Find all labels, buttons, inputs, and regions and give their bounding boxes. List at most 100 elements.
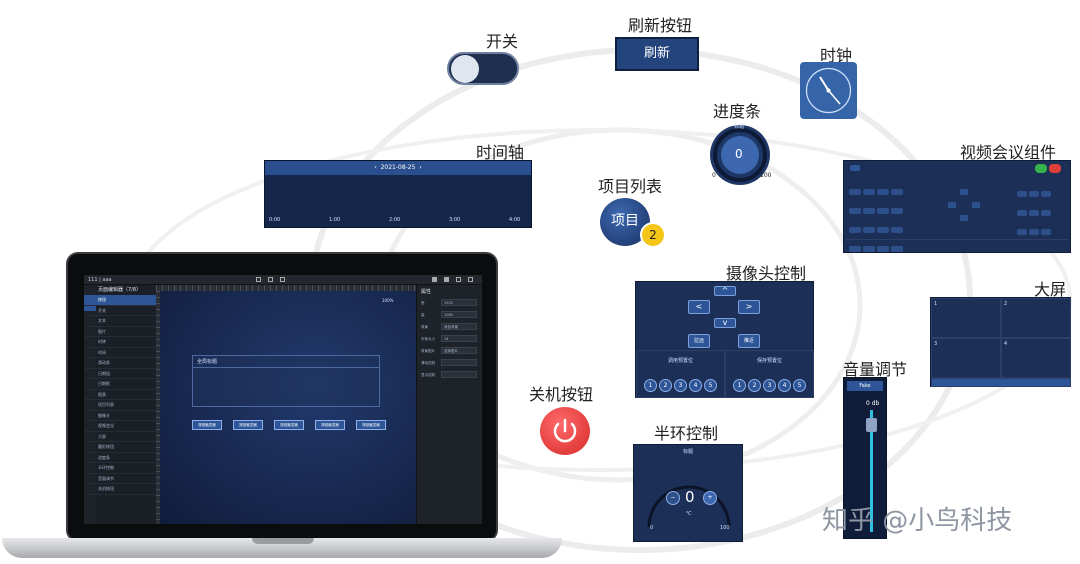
sidebar-component-item[interactable]: 日期框 <box>84 379 156 390</box>
screen-cell[interactable]: 3 <box>931 338 1001 378</box>
property-key: 背景图片 <box>421 349 435 353</box>
volume-mode[interactable]: Fake <box>847 381 883 391</box>
power-icon <box>553 418 577 443</box>
sidebar-component-item[interactable]: 摄像头 <box>84 411 156 421</box>
sidebar-component-item[interactable]: 图片 <box>84 327 156 337</box>
camera-zoom-in-button[interactable]: 推近 <box>738 334 760 348</box>
camera-down-button[interactable]: v <box>714 318 736 328</box>
sidebar-component-item[interactable]: 图表 <box>84 390 156 400</box>
camera-up-button[interactable]: ^ <box>714 286 736 296</box>
property-row: 背景深色背景 <box>417 322 482 334</box>
screen-cell[interactable]: 4 <box>1001 338 1071 378</box>
property-value-input[interactable]: 14 <box>441 335 477 342</box>
canvas-button[interactable]: 按钮触发器 <box>274 420 304 430</box>
property-row: 背景图片 选择图片 <box>417 346 482 358</box>
sidebar-component-item[interactable]: 音量调节 <box>84 474 156 484</box>
laptop-screen: 111 | aaa 页面编辑器（7/8） 按钮开关文本图片时钟时间滑动条日期组日… <box>84 275 482 524</box>
property-value-input[interactable] <box>441 359 477 366</box>
camera-zoom-out-button[interactable]: 拉远 <box>688 334 710 348</box>
canvas-button[interactable]: 按钮触发器 <box>356 420 386 430</box>
clock-label: 时钟 <box>820 46 853 65</box>
vc-keypad[interactable] <box>848 181 920 257</box>
sidebar-component-item[interactable]: 圆形按钮 <box>84 442 156 453</box>
sidebar-component-item[interactable]: 滑动条 <box>84 358 156 369</box>
refresh-button[interactable]: 刷新 <box>615 37 699 71</box>
grid-icon[interactable] <box>268 277 273 282</box>
preset-call-label: 调用预置位 <box>667 358 693 364</box>
sidebar-component-item[interactable]: 时钟 <box>84 337 156 348</box>
property-value-input[interactable]: 1920 <box>441 299 477 306</box>
sidebar-component-item[interactable]: 进度条 <box>84 453 156 463</box>
vc-answer-button[interactable] <box>1035 164 1047 173</box>
canvas-button[interactable]: 按钮触发器 <box>192 420 222 430</box>
preset-button[interactable]: 4 <box>689 379 702 392</box>
preset-button[interactable]: 5 <box>793 379 806 392</box>
sidebar-component-item[interactable]: 按钮 <box>84 295 156 306</box>
half-ring-widget: 标题 − 0 + ℃ 0 100 <box>633 444 743 542</box>
timeline-tick: 1:00 <box>329 217 341 223</box>
power-button[interactable] <box>540 407 590 455</box>
decrease-button[interactable]: − <box>666 491 680 505</box>
component-sidebar: 页面编辑器（7/8） 按钮开关文本图片时钟时间滑动条日期组日期框图表项目列表摄像… <box>84 285 156 524</box>
toggle-knob <box>451 55 479 83</box>
project-count-badge: 2 <box>640 222 666 248</box>
screen-cell[interactable]: 2 <box>1001 298 1071 338</box>
preset-button[interactable]: 4 <box>778 379 791 392</box>
vc-bottom-bar[interactable] <box>846 239 1068 249</box>
preset-button[interactable]: 5 <box>704 379 717 392</box>
canvas-button[interactable]: 按钮触发器 <box>315 420 345 430</box>
editor-toolbar: 111 | aaa <box>84 275 482 285</box>
align-icon[interactable] <box>256 277 261 282</box>
sidebar-component-item[interactable]: 半环控制 <box>84 463 156 474</box>
exit-icon[interactable] <box>468 277 473 282</box>
timeline-label: 时间轴 <box>476 143 525 162</box>
sidebar-component-item[interactable]: 开关 <box>84 306 156 316</box>
canvas-button[interactable]: 按钮触发器 <box>233 420 263 430</box>
preset-button[interactable]: 1 <box>733 379 746 392</box>
preset-button[interactable]: 2 <box>659 379 672 392</box>
save-icon[interactable] <box>444 277 449 282</box>
property-value-input[interactable] <box>441 371 477 378</box>
sidebar-component-item[interactable]: 视频会议 <box>84 421 156 432</box>
preview-icon[interactable] <box>456 277 461 282</box>
screen-toolbar[interactable] <box>931 378 1071 387</box>
preset-button[interactable]: 3 <box>674 379 687 392</box>
vc-hangup-button[interactable] <box>1049 164 1061 173</box>
sidebar-component-item[interactable]: 日期组 <box>84 369 156 379</box>
toggle-switch[interactable] <box>447 52 519 85</box>
sidebar-component-item[interactable]: 文本 <box>84 316 156 327</box>
increase-button[interactable]: + <box>703 491 717 505</box>
sidebar-component-item[interactable]: 关机按钮 <box>84 484 156 495</box>
big-screen-widget: 1 2 3 4 <box>930 297 1071 387</box>
half-ring-min: 0 <box>650 525 654 531</box>
property-value-input[interactable]: 选择图片 <box>441 347 477 354</box>
half-ring-max: 100 <box>720 525 730 531</box>
preset-button[interactable]: 3 <box>763 379 776 392</box>
lock-icon[interactable] <box>280 277 285 282</box>
half-ring-title: 标题 <box>682 449 693 455</box>
editor-canvas[interactable]: 100% 全局标题 按钮触发器 按钮触发器 按钮触发器 按钮触发器 按钮触发器 <box>160 291 416 524</box>
preset-button[interactable]: 2 <box>748 379 761 392</box>
sidebar-component-item[interactable]: 大屏 <box>84 432 156 442</box>
sidebar-component-item[interactable]: 项目列表 <box>84 400 156 411</box>
sidebar-title: 页面编辑器（7/8） <box>98 287 142 293</box>
timeline-prev-button[interactable]: ‹ <box>374 164 377 171</box>
volume-track[interactable] <box>870 410 873 532</box>
vc-dpad[interactable] <box>944 189 984 229</box>
canvas-text-panel[interactable]: 全局标题 <box>192 355 380 407</box>
camera-left-button[interactable]: < <box>688 300 710 314</box>
property-value-input[interactable]: 1080 <box>441 311 477 318</box>
settings-icon[interactable] <box>432 277 437 282</box>
preset-button[interactable]: 1 <box>644 379 657 392</box>
screen-cell[interactable]: 1 <box>931 298 1001 338</box>
volume-handle[interactable] <box>866 418 877 432</box>
vc-right-keys[interactable] <box>1016 183 1068 240</box>
property-value-input[interactable]: 深色背景 <box>441 323 477 330</box>
camera-right-button[interactable]: > <box>738 300 760 314</box>
sidebar-component-item[interactable]: 时间 <box>84 348 156 358</box>
timeline-next-button[interactable]: › <box>419 164 422 171</box>
zoom-indicator[interactable]: 100% <box>382 298 394 303</box>
half-ring-unit: ℃ <box>686 511 692 517</box>
